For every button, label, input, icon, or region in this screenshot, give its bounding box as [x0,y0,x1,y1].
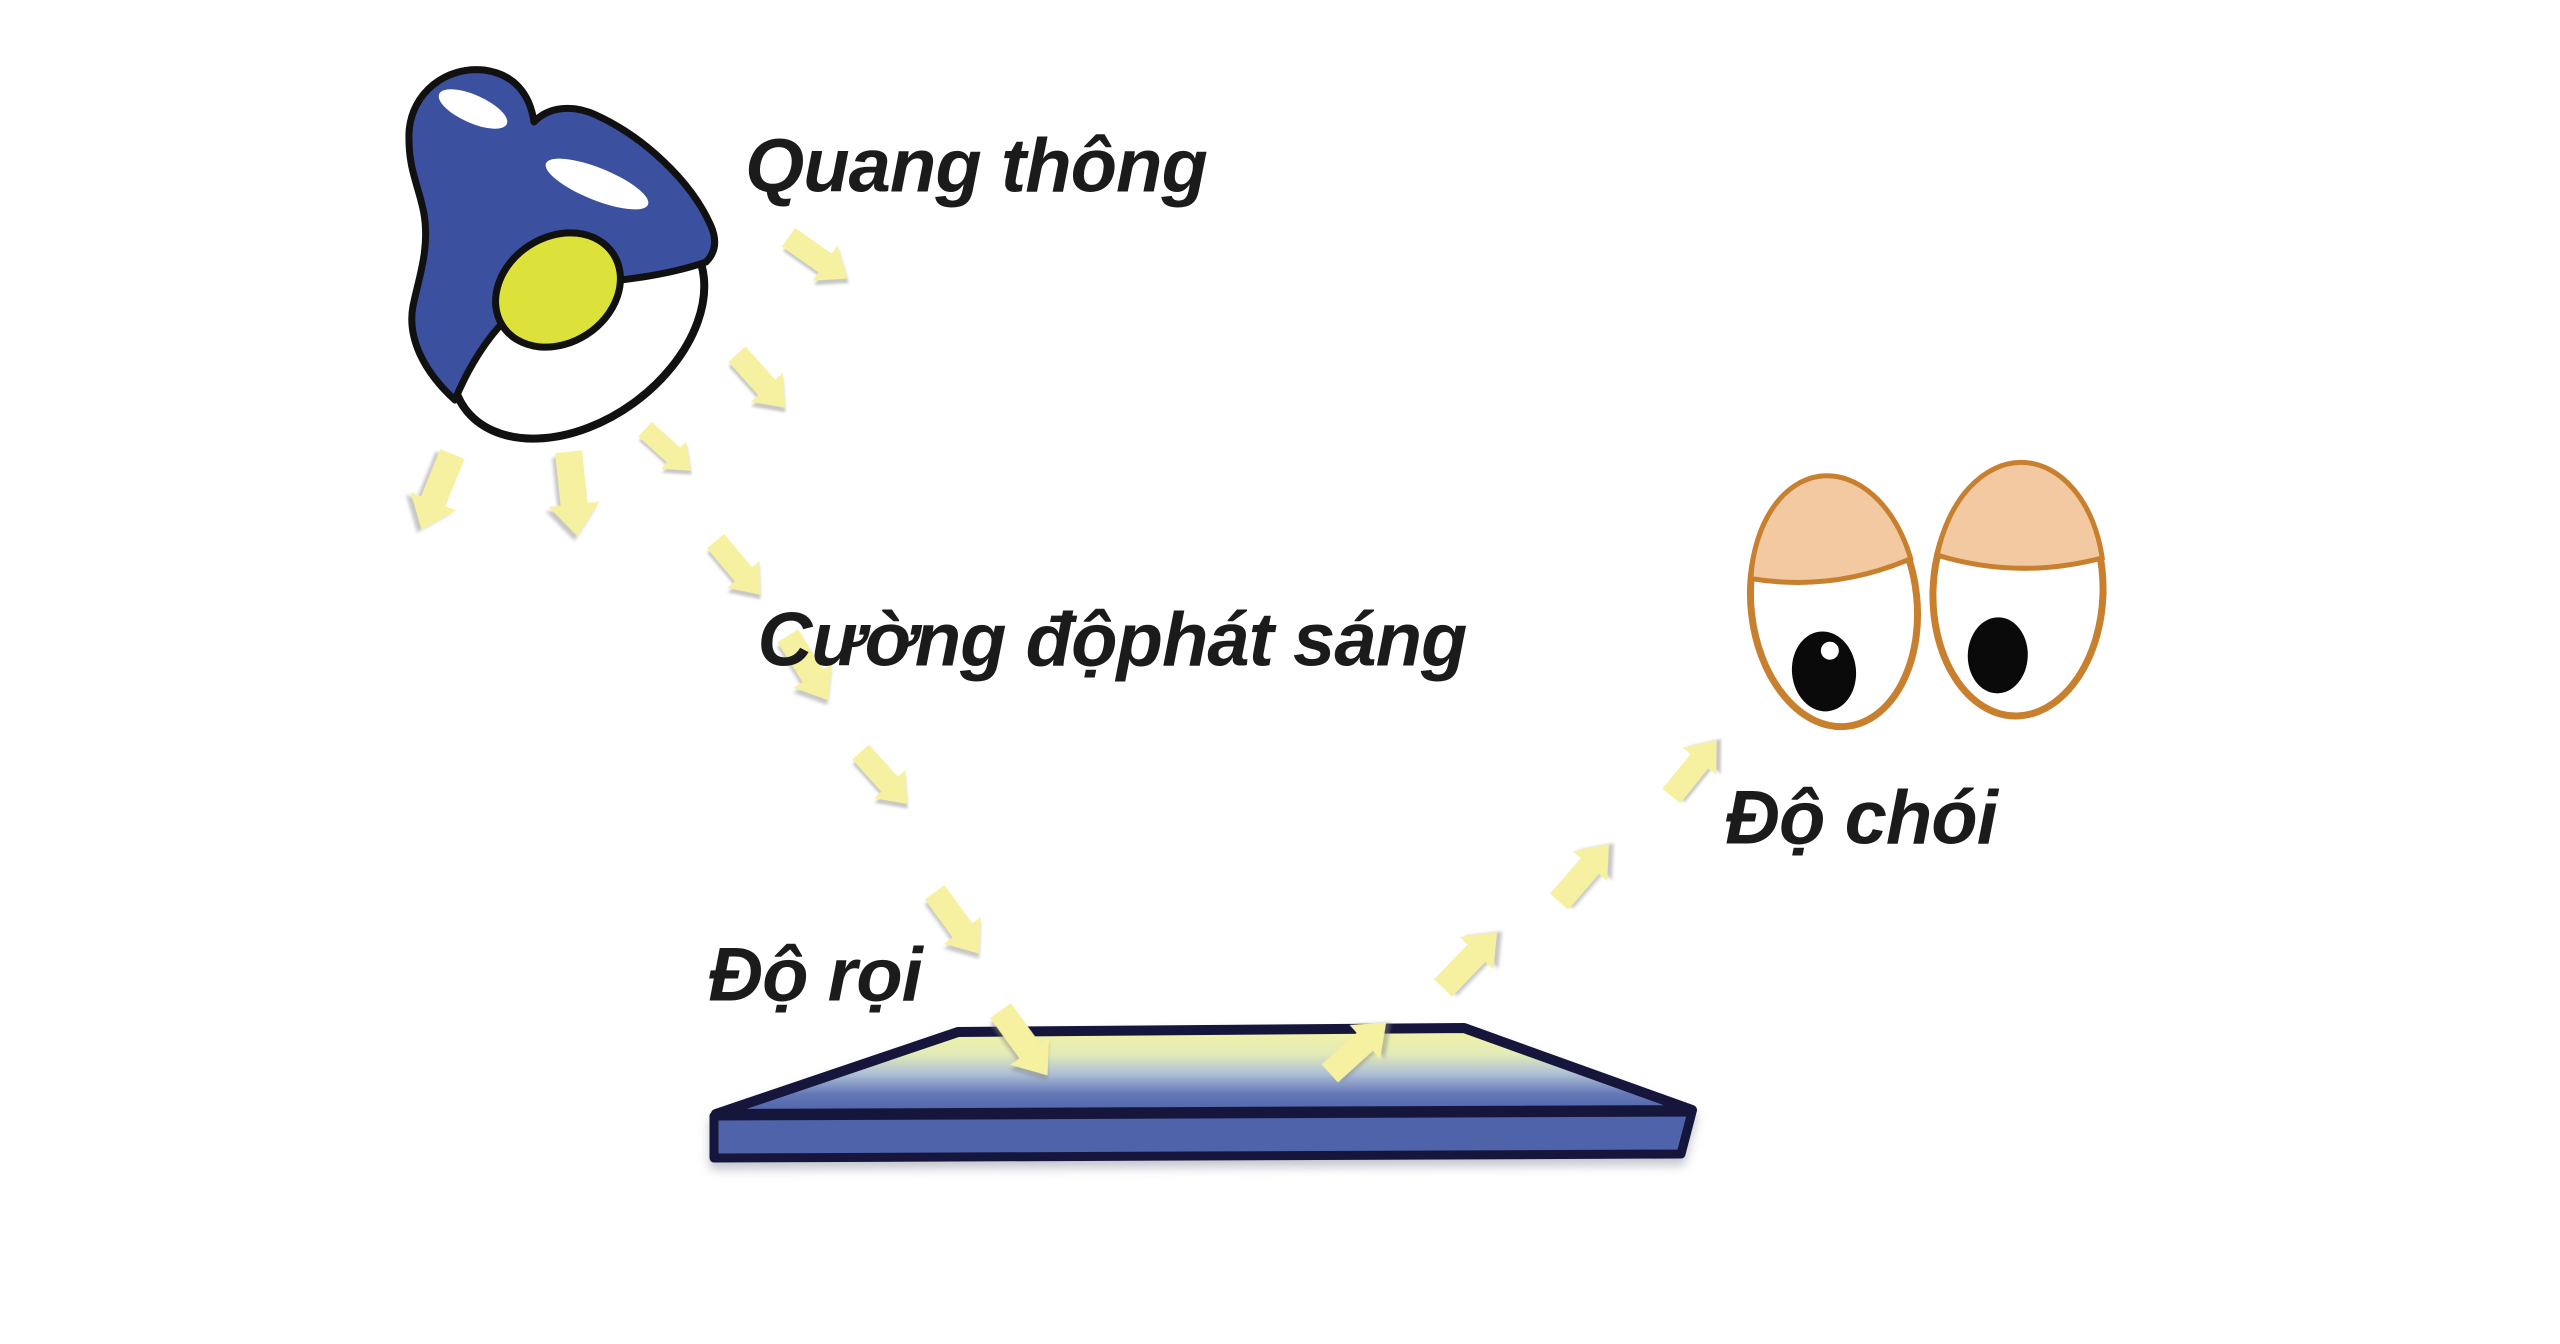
light-ray-arrow-icon [1541,829,1627,917]
reflected-ray-arrows [1314,726,1734,1091]
label-luminous-flux: Quang thông [745,123,1208,209]
pupil-glint [1820,641,1839,660]
surface-top-face [711,1023,1697,1119]
left-eye [1746,473,1922,731]
light-ray-arrow-icon [543,449,603,539]
desk-lamp-icon [405,66,719,443]
illuminated-surface [709,1023,1697,1163]
right-eye [1929,459,2107,720]
surface-front-face [709,1107,1697,1163]
pupil [1967,617,2028,694]
label-luminous-intensity: Cường độphát sáng [757,597,1468,683]
label-illuminance: Độ rọi [708,932,923,1018]
light-ray-arrow-icon [1426,915,1514,1005]
eyelid [1748,473,1914,585]
light-ray-arrow-icon [1654,726,1734,810]
lamp-highlight [545,158,649,210]
light-ray-arrow-icon [398,444,476,540]
light-ray-arrow-icon [916,878,998,968]
eyes-icon [1746,459,2107,731]
light-ray-arrow-icon [720,339,802,423]
light-ray-arrow-icon [776,219,860,297]
lamp-highlight [438,89,508,129]
lamp-bulb [492,229,624,351]
pupil [1791,631,1857,712]
label-luminance: Độ chói [1725,775,1998,861]
eyelid [1934,459,2106,571]
light-ray-arrow-icon [632,415,704,485]
light-ray-arrow-icon [844,737,924,819]
